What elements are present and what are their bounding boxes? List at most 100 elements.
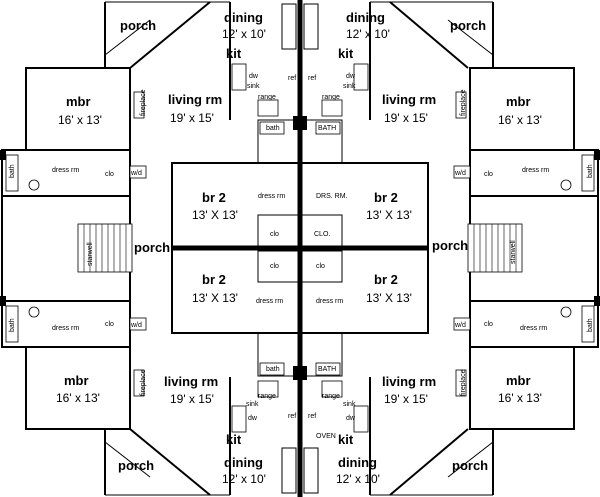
mbr-label: mbr xyxy=(66,94,91,109)
living-label: living rm xyxy=(382,374,436,389)
br2-dress-label: dress rm xyxy=(316,298,343,305)
porch-right-label: porch xyxy=(432,238,468,253)
sink-label: sink xyxy=(247,83,260,90)
bath-label: BATH xyxy=(318,366,336,373)
bath-label: bath xyxy=(266,125,280,132)
br2-dim: 13' X 13' xyxy=(366,291,412,305)
wd-label: w/d xyxy=(454,170,466,177)
dining-dim: 12' x 10' xyxy=(346,27,390,41)
dw-label: dw xyxy=(248,415,258,422)
dining-dim: 12' x 10' xyxy=(336,472,380,486)
unit-top-right-labels: porch dining 12' x 10' kit mbr 16' x 13'… xyxy=(308,10,594,238)
dress-label: dress rm xyxy=(52,325,79,332)
side-bath-label: bath xyxy=(9,164,16,178)
br2-label: br 2 xyxy=(374,272,398,287)
ref-label: ref xyxy=(308,413,316,420)
porch-label: porch xyxy=(452,458,488,473)
range-label: range xyxy=(258,94,276,101)
dress-label: dress rm xyxy=(52,167,79,174)
sink-label: sink xyxy=(246,401,259,408)
sink-label: sink xyxy=(343,401,356,408)
closet-label: clo xyxy=(484,321,493,328)
br2-dim: 13' X 13' xyxy=(366,208,412,222)
oven-label: OVEN xyxy=(316,433,336,440)
dw-label: dw xyxy=(346,415,356,422)
fireplace-label: fireplace xyxy=(460,369,467,396)
porch-left-label: porch xyxy=(134,240,170,255)
mbr-dim: 16' x 13' xyxy=(56,391,100,405)
living-label: living rm xyxy=(382,92,436,107)
ref-label: ref xyxy=(288,75,296,82)
br2-closet-label: clo xyxy=(270,231,279,238)
wd-label: w/d xyxy=(454,322,466,329)
living-dim: 19' x 15' xyxy=(384,111,428,125)
stair-right-label: starwell xyxy=(510,240,517,264)
br2-dress-label: DRS. RM. xyxy=(316,193,348,200)
bath-label: BATH xyxy=(318,125,336,132)
ref-label: ref xyxy=(288,413,296,420)
br2-label: br 2 xyxy=(374,190,398,205)
dining-dim: 12' x 10' xyxy=(222,27,266,41)
side-bath-label: bath xyxy=(587,164,594,178)
br2-dress-label: dress rm xyxy=(256,298,283,305)
kitchen-label: kit xyxy=(338,432,354,447)
range-label: range xyxy=(322,94,340,101)
mbr-dim: 16' x 13' xyxy=(498,113,542,127)
range-label: range xyxy=(322,393,340,400)
stair-right xyxy=(467,223,523,273)
br2-dim: 13' X 13' xyxy=(192,208,238,222)
mbr-label: mbr xyxy=(506,94,531,109)
kitchen-label: kit xyxy=(226,432,242,447)
side-bath-label: bath xyxy=(587,318,594,332)
mbr-dim: 16' x 13' xyxy=(58,113,102,127)
closet-label: clo xyxy=(484,171,493,178)
ref-label: ref xyxy=(308,75,316,82)
range-label: range xyxy=(258,393,276,400)
br2-dress-label: dress rm xyxy=(258,193,285,200)
porch-label: porch xyxy=(120,18,156,33)
dining-label: dining xyxy=(224,10,263,25)
dining-label: dining xyxy=(338,455,377,470)
kitchen-label: kit xyxy=(226,46,242,61)
stair-left xyxy=(77,223,133,273)
br2-label: br 2 xyxy=(202,272,226,287)
wd-label: w/d xyxy=(130,322,142,329)
side-bath-label: bath xyxy=(9,318,16,332)
living-dim: 19' x 15' xyxy=(170,392,214,406)
br2-closet-label: clo xyxy=(316,263,325,270)
living-label: living rm xyxy=(168,92,222,107)
stair-left-label: starwell xyxy=(87,242,94,266)
unit-bottom-right-labels: porch dining 12' x 10' kit mbr 16' x 13'… xyxy=(308,263,594,486)
closet-label: clo xyxy=(105,171,114,178)
bath-label: bath xyxy=(266,366,280,373)
fixtures xyxy=(5,63,595,433)
sink-label: sink xyxy=(343,83,356,90)
dining-label: dining xyxy=(224,455,263,470)
br2-label: br 2 xyxy=(202,190,226,205)
kitchen-label: kit xyxy=(338,46,354,61)
br2-closet-label: CLO. xyxy=(314,231,330,238)
living-dim: 19' x 15' xyxy=(170,111,214,125)
center-labels: porch porch starwell starwell xyxy=(87,238,517,266)
unit-bottom-left-labels: porch dining 12' x 10' kit mbr 16' x 13'… xyxy=(9,263,296,486)
wd-label: w/d xyxy=(130,170,142,177)
fireplace-label: fireplace xyxy=(140,89,147,116)
dress-label: dress rm xyxy=(520,325,547,332)
dress-label: dress rm xyxy=(522,167,549,174)
mbr-label: mbr xyxy=(506,373,531,388)
dining-dim: 12' x 10' xyxy=(222,472,266,486)
dw-label: dw xyxy=(249,73,259,80)
unit-top-left-labels: porch dining 12' x 10' kit mbr 16' x 13'… xyxy=(9,10,296,238)
closet-label: clo xyxy=(105,321,114,328)
br2-dim: 13' X 13' xyxy=(192,291,238,305)
living-dim: 19' x 15' xyxy=(384,392,428,406)
living-label: living rm xyxy=(164,374,218,389)
fireplace-label: fireplace xyxy=(140,369,147,396)
porch-label: porch xyxy=(118,458,154,473)
br2-closet-label: clo xyxy=(270,263,279,270)
dining-label: dining xyxy=(346,10,385,25)
dw-label: dw xyxy=(346,73,356,80)
mbr-dim: 16' x 13' xyxy=(498,391,542,405)
